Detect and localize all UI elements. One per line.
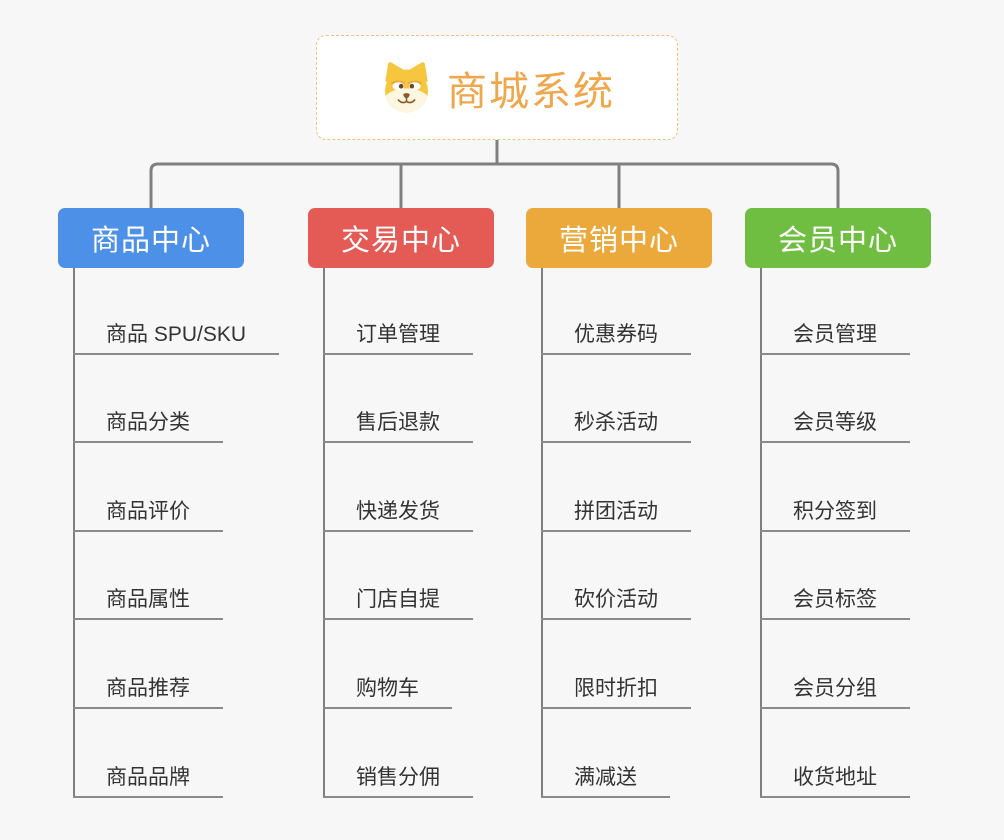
leaf-node-product-center-6[interactable]: 商品品牌 xyxy=(73,752,223,798)
leaf-node-trade-center-4[interactable]: 门店自提 xyxy=(323,574,473,620)
branch-node-marketing-center[interactable]: 营销中心 xyxy=(526,208,712,268)
leaf-node-product-center-2[interactable]: 商品分类 xyxy=(73,397,223,443)
leaf-node-marketing-center-6[interactable]: 满减送 xyxy=(541,752,670,798)
leaf-node-trade-center-2[interactable]: 售后退款 xyxy=(323,397,473,443)
leaf-node-marketing-center-3[interactable]: 拼团活动 xyxy=(541,486,691,532)
leaf-node-product-center-4[interactable]: 商品属性 xyxy=(73,574,223,620)
leaf-node-member-center-1[interactable]: 会员管理 xyxy=(760,309,910,355)
leaf-node-trade-center-5[interactable]: 购物车 xyxy=(323,663,452,709)
leaf-node-trade-center-6[interactable]: 销售分佣 xyxy=(323,752,473,798)
leaf-node-trade-center-1[interactable]: 订单管理 xyxy=(323,309,473,355)
leaf-node-product-center-5[interactable]: 商品推荐 xyxy=(73,663,223,709)
dog-face-icon xyxy=(385,62,428,113)
leaf-node-product-center-1[interactable]: 商品 SPU/SKU xyxy=(73,309,280,355)
leaf-node-product-center-3[interactable]: 商品评价 xyxy=(73,486,223,532)
leaf-node-member-center-3[interactable]: 积分签到 xyxy=(760,486,910,532)
leaf-node-marketing-center-1[interactable]: 优惠券码 xyxy=(541,309,691,355)
leaf-node-trade-center-3[interactable]: 快递发货 xyxy=(323,486,473,532)
leaf-node-member-center-4[interactable]: 会员标签 xyxy=(760,574,910,620)
leaf-node-marketing-center-4[interactable]: 砍价活动 xyxy=(541,574,691,620)
leaf-node-marketing-center-5[interactable]: 限时折扣 xyxy=(541,663,691,709)
leaf-node-member-center-2[interactable]: 会员等级 xyxy=(760,397,910,443)
leaf-node-member-center-6[interactable]: 收货地址 xyxy=(760,752,910,798)
root-node[interactable]: 商城系统 xyxy=(316,35,678,140)
leaf-node-member-center-5[interactable]: 会员分组 xyxy=(760,663,910,709)
branch-node-trade-center[interactable]: 交易中心 xyxy=(308,208,494,268)
leaf-node-marketing-center-2[interactable]: 秒杀活动 xyxy=(541,397,691,443)
branch-node-member-center[interactable]: 会员中心 xyxy=(745,208,931,268)
branch-node-product-center[interactable]: 商品中心 xyxy=(58,208,244,268)
root-title: 商城系统 xyxy=(447,69,615,114)
